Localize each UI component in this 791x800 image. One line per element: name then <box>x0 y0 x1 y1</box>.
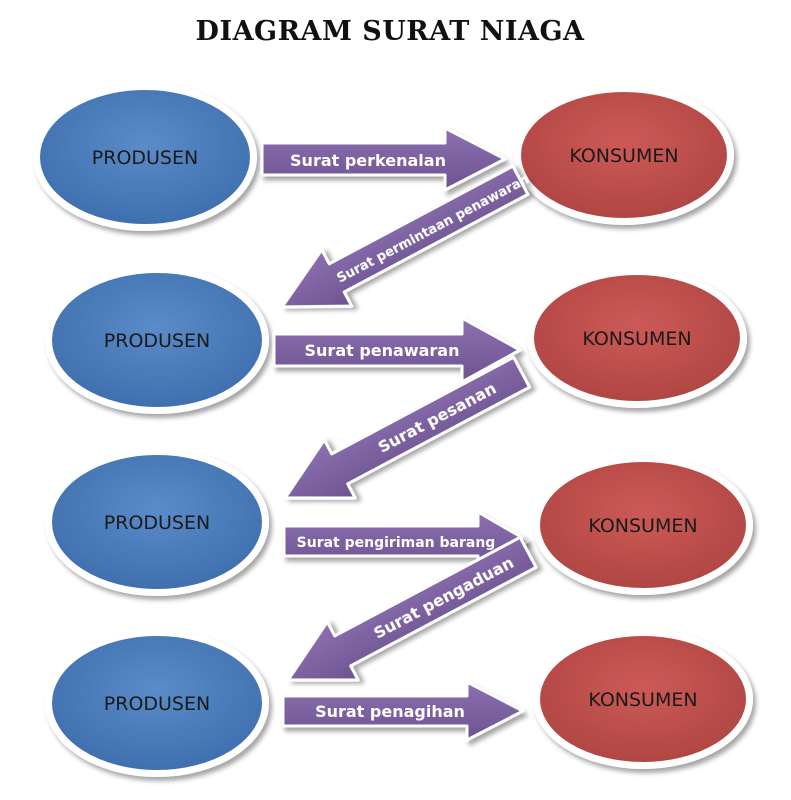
arrow-label-7: Surat penagihan <box>315 702 465 721</box>
produsen-label-2: PRODUSEN <box>104 330 210 352</box>
konsumen-label-3: KONSUMEN <box>588 515 697 537</box>
arrow-4: Surat pesanan <box>283 355 532 500</box>
konsumen-label-2: KONSUMEN <box>582 328 691 350</box>
konsumen-node-2 <box>527 268 747 408</box>
konsumen-node-4 <box>533 629 753 769</box>
arrow-label-2: Surat permintaan penawaran <box>335 172 532 286</box>
produsen-node-4 <box>45 629 269 777</box>
arrow-label-1: Surat perkenalan <box>290 151 446 170</box>
page-title: DIAGRAM SURAT NIAGA <box>196 16 585 47</box>
konsumen-label-4: KONSUMEN <box>588 689 697 711</box>
produsen-node-2 <box>45 266 269 414</box>
produsen-node-1 <box>33 83 257 231</box>
arrow-7 <box>281 680 525 742</box>
produsen-label-1: PRODUSEN <box>92 147 198 169</box>
produsen-label-4: PRODUSEN <box>104 693 210 715</box>
konsumen-node-3 <box>533 455 753 595</box>
arrow-label-5: Surat pengiriman barang <box>297 535 496 551</box>
produsen-node-3 <box>45 448 269 596</box>
arrow-1 <box>260 126 507 192</box>
konsumen-label-1: KONSUMEN <box>569 145 678 167</box>
arrow-label-4: Surat pesanan <box>375 379 500 457</box>
arrow-label-6: Surat pengaduan <box>370 553 516 643</box>
arrow-3 <box>272 316 522 384</box>
konsumen-node-1 <box>514 85 734 225</box>
produsen-label-3: PRODUSEN <box>104 512 210 534</box>
arrow-label-3: Surat penawaran <box>305 341 460 360</box>
